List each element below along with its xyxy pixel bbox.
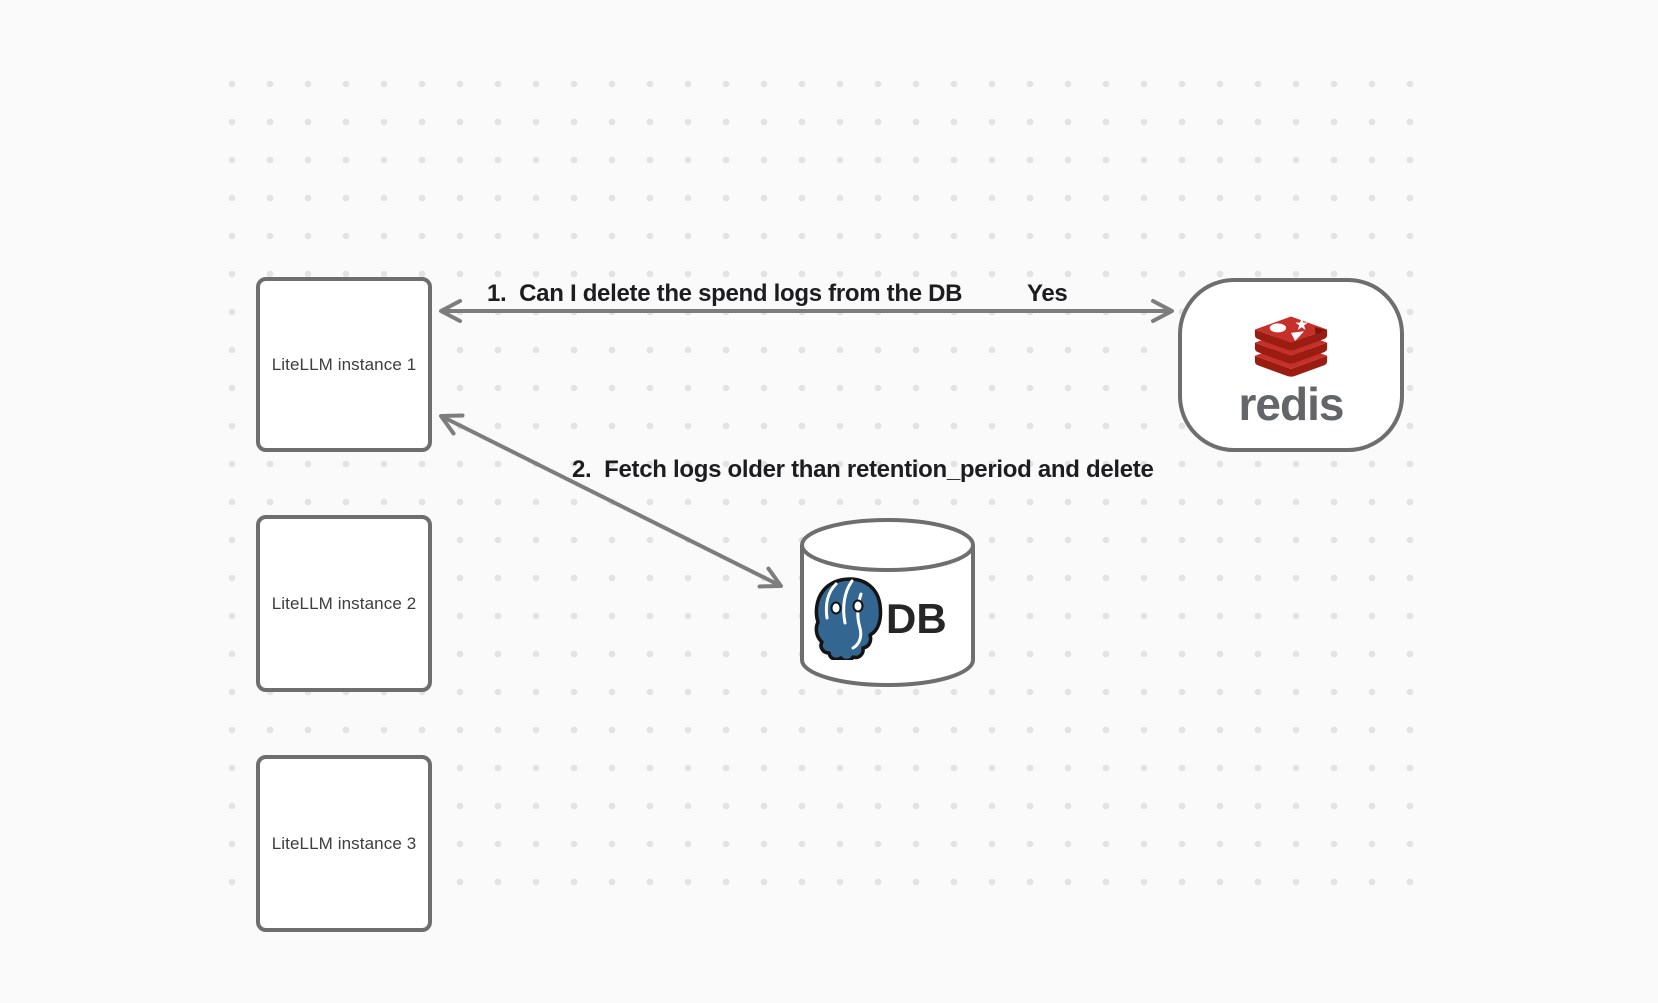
litellm-instance-3-node: LiteLLM instance 3	[256, 755, 432, 932]
litellm-instance-3-label: LiteLLM instance 3	[271, 833, 417, 853]
edge1-label: 1. Can I delete the spend logs from the …	[487, 280, 963, 307]
postgres-db-node: DB	[800, 518, 975, 687]
litellm-instance-1-label: LiteLLM instance 1	[271, 354, 417, 374]
edge2-label: 2. Fetch logs older than retention_perio…	[572, 456, 1154, 483]
redis-wordmark: redis	[1238, 377, 1345, 430]
postgresql-logo-icon	[814, 577, 883, 660]
redis-node: redis	[1178, 278, 1404, 452]
litellm-instance-2-node: LiteLLM instance 2	[256, 515, 432, 692]
litellm-instance-2-label: LiteLLM instance 2	[271, 593, 417, 613]
db-label: DB	[886, 595, 947, 642]
edge1-response-label: Yes	[1027, 280, 1068, 307]
redis-logo-icon	[1254, 315, 1328, 377]
litellm-instance-1-node: LiteLLM instance 1	[256, 277, 432, 452]
